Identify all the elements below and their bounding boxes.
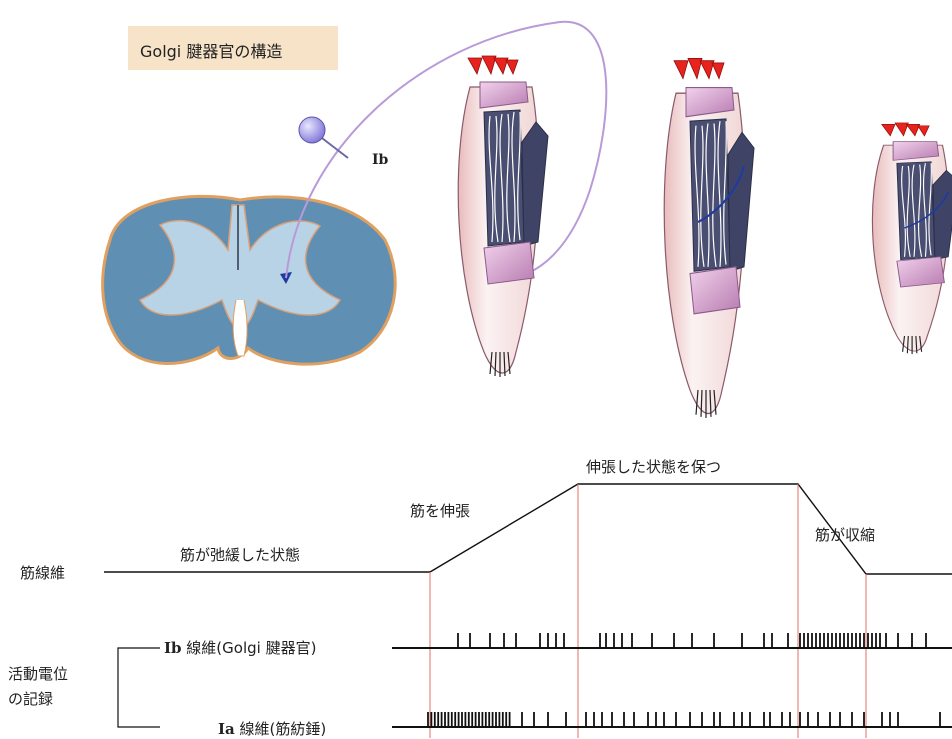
row-label-recording-2: の記録 (8, 688, 53, 709)
ib-prefix: Ib (164, 639, 182, 657)
ib-nerve-label: Ib (372, 152, 388, 168)
row-label-recording-1: 活動電位 (8, 663, 68, 684)
recording-bracket (118, 648, 160, 727)
phase-label-hold: 伸張した状態を保つ (586, 456, 721, 477)
tendon-organ-contracted (872, 123, 952, 354)
neuron-soma (299, 117, 325, 143)
ia-spike-train (428, 712, 940, 727)
ib-fiber-label: Ib 線維(Golgi 腱器官) (164, 637, 316, 658)
spinal-cord-section (103, 196, 396, 364)
ia-suffix: 線維(筋紡錘) (240, 720, 327, 738)
tendon-organ-relaxed (458, 56, 548, 377)
row-label-fiber: 筋線維 (20, 562, 65, 583)
ia-fiber-label: Ia 線維(筋紡錘) (218, 718, 326, 739)
ib-suffix: 線維(Golgi 腱器官) (186, 639, 316, 657)
ia-prefix: Ia (218, 720, 235, 738)
phase-label-stretch: 筋を伸張 (410, 500, 470, 521)
ib-spike-train (458, 633, 926, 648)
phase-label-contract: 筋が収縮 (815, 524, 875, 545)
phase-markers (430, 484, 866, 738)
tendon-organ-stretched (664, 58, 754, 418)
phase-label-relaxed: 筋が弛緩した状態 (180, 544, 300, 565)
